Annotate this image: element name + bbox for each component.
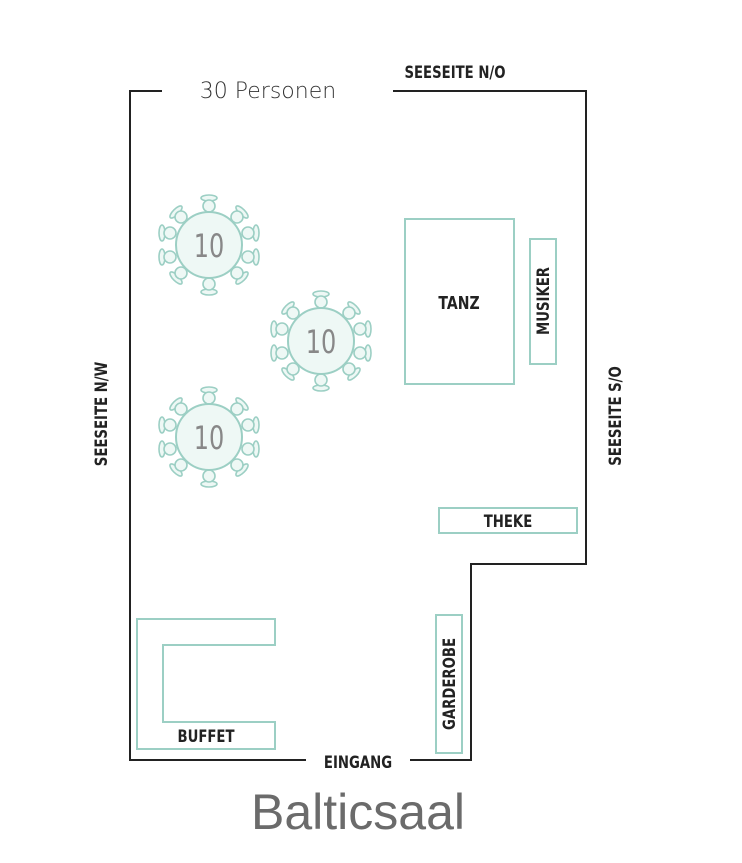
dance-floor-label: TANZ	[438, 292, 479, 313]
cloakroom	[435, 614, 463, 754]
buffet-label: BUFFET	[177, 726, 235, 746]
capacity-label: 30 Personen	[200, 79, 336, 104]
cloakroom-label: GARDEROBE	[439, 638, 459, 730]
buffet-table	[136, 618, 276, 750]
dance-floor	[404, 218, 515, 385]
round-table: 10	[270, 290, 372, 392]
side-label-west: SEESEITE N/W	[91, 362, 111, 467]
musicians-stage	[529, 238, 557, 365]
room-title: Balticsaal	[251, 784, 465, 840]
table-seat-count: 10	[194, 420, 225, 457]
room-wall	[393, 90, 587, 761]
bar-counter	[438, 507, 578, 534]
musicians-label: MUSIKER	[533, 267, 553, 335]
table-seat-count: 10	[306, 324, 337, 361]
round-table: 10	[158, 194, 260, 296]
round-table: 10	[158, 386, 260, 488]
side-label-north: SEESEITE N/O	[404, 62, 505, 82]
table-seat-count: 10	[194, 228, 225, 265]
room-wall	[129, 90, 306, 761]
bar-label: THEKE	[484, 511, 533, 531]
side-label-east: SEESEITE S/O	[605, 366, 625, 466]
entrance-label: EINGANG	[324, 752, 392, 772]
